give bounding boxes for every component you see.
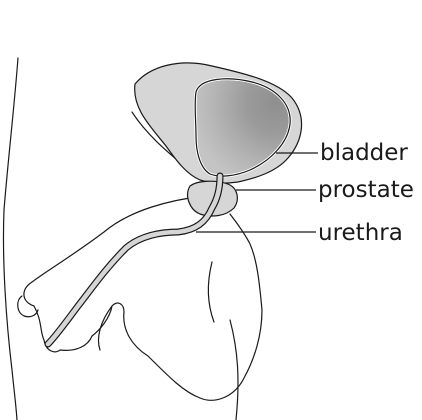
- prostate-label: prostate: [318, 177, 414, 203]
- leg-crease: [208, 262, 214, 322]
- thigh-outline: [24, 196, 262, 400]
- labels: bladder prostate urethra: [318, 140, 414, 246]
- bladder-organ: [135, 63, 302, 183]
- urethra-label: urethra: [318, 220, 403, 246]
- bladder-label: bladder: [320, 140, 408, 166]
- torso-left-edge: [3, 58, 18, 420]
- leg-lower-line: [230, 320, 238, 420]
- glans-outline: [18, 296, 38, 317]
